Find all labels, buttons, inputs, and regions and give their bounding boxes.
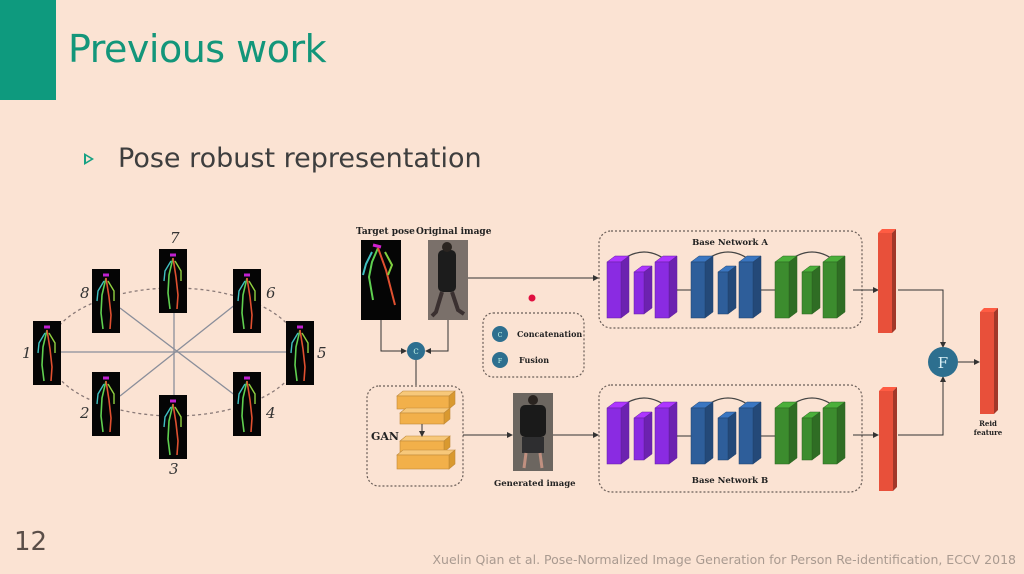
conv-layer: [690, 407, 706, 465]
pose-label-8: 8: [80, 284, 90, 302]
accent-block: [0, 0, 56, 100]
conv-layer: [633, 271, 645, 315]
conv-layer: [654, 407, 670, 465]
pose-label-5: 5: [317, 344, 327, 362]
pose-wheel: 1 2 3 4 5 6 7 8: [22, 229, 327, 478]
legend-concat-label: Concatenation: [517, 329, 582, 339]
conv-layer: [717, 271, 729, 315]
legend-box: [482, 312, 585, 378]
fusion-node: [928, 347, 958, 377]
svg-text:F: F: [498, 358, 502, 365]
conv-block-group: [774, 397, 846, 465]
base-network-a-box: [598, 230, 863, 329]
concat-node-symbol: C: [413, 348, 418, 356]
original-image-label: Original image: [416, 227, 492, 237]
target-pose-image: [361, 240, 401, 320]
pose-frame-4: [233, 372, 261, 436]
conv-block-group: [774, 251, 846, 319]
conv-layer: [822, 407, 838, 465]
pose-label-6: 6: [266, 284, 276, 302]
pose-frame-5: [286, 321, 314, 385]
gan-layer: [396, 449, 456, 470]
bullet-arrow-icon: [84, 153, 94, 165]
pose-label-1: 1: [22, 344, 32, 362]
conv-layer: [717, 417, 729, 461]
feature-vector-b: [879, 387, 897, 491]
pose-frame-1: [33, 321, 61, 385]
reid-feature-label-2: feature: [974, 428, 1003, 437]
conv-layer: [822, 261, 838, 319]
pose-frame-7: [159, 249, 187, 313]
bullet-text: Pose robust representation: [118, 143, 482, 174]
pipeline: Target pose Original image C: [356, 227, 1003, 493]
generated-image: [513, 393, 553, 471]
conv-layer: [738, 407, 754, 465]
fusion-node-symbol: F: [938, 354, 948, 372]
citation: Xuelin Qian et al. Pose-Normalized Image…: [432, 552, 1016, 567]
pose-label-4: 4: [265, 404, 276, 422]
pose-frame-3: [159, 395, 187, 459]
conv-layer: [690, 261, 706, 319]
feature-vectors: [878, 229, 998, 491]
conv-layer: [606, 261, 622, 319]
legend-fusion-label: Fusion: [519, 355, 549, 365]
gan-box: [366, 385, 464, 487]
target-pose-label: Target pose: [356, 227, 415, 237]
conv-layer: [774, 407, 790, 465]
feature-vector-a: [878, 229, 896, 333]
slide-title: Previous work: [68, 27, 327, 71]
original-image: [428, 240, 468, 320]
conv-layer: [633, 417, 645, 461]
pose-frame-2: [92, 372, 120, 436]
conv-layer: [801, 417, 813, 461]
conv-layer: [654, 261, 670, 319]
laser-pointer-dot: [528, 294, 536, 302]
base-network-a-label: Base Network A: [692, 238, 768, 248]
generated-image-label: Generated image: [494, 479, 576, 489]
conv-layer: [774, 261, 790, 319]
gan-layer: [396, 390, 456, 410]
gan-layer: [399, 435, 451, 453]
pose-label-3: 3: [169, 460, 179, 478]
svg-text:C: C: [498, 332, 503, 339]
concat-node: [407, 342, 425, 360]
conv-block-group: [690, 397, 762, 465]
conv-layer: [606, 407, 622, 465]
pose-label-2: 2: [79, 404, 90, 422]
base-network-a-blocks: [606, 251, 846, 319]
gan-layers: [396, 390, 456, 470]
pose-frame-8: [92, 269, 120, 333]
conv-block-group: [690, 251, 762, 319]
wheel-spokes: [60, 290, 290, 400]
base-network-b-blocks: [606, 397, 846, 465]
conv-block-group: [606, 397, 678, 465]
legend-concat-icon: [492, 326, 508, 342]
page-number: 12: [14, 527, 48, 557]
legend-fusion-icon: [492, 352, 508, 368]
pose-frame-6: [233, 269, 261, 333]
pose-label-7: 7: [170, 229, 180, 247]
base-network-b-label: Base Network B: [692, 476, 768, 486]
reid-feature-vector: [980, 308, 998, 414]
reid-feature-label-1: Reid: [979, 419, 997, 428]
conv-layer: [801, 271, 813, 315]
conv-block-group: [606, 251, 678, 319]
conv-layer: [738, 261, 754, 319]
gan-label: GAN: [371, 430, 399, 443]
gan-layer: [399, 407, 451, 425]
